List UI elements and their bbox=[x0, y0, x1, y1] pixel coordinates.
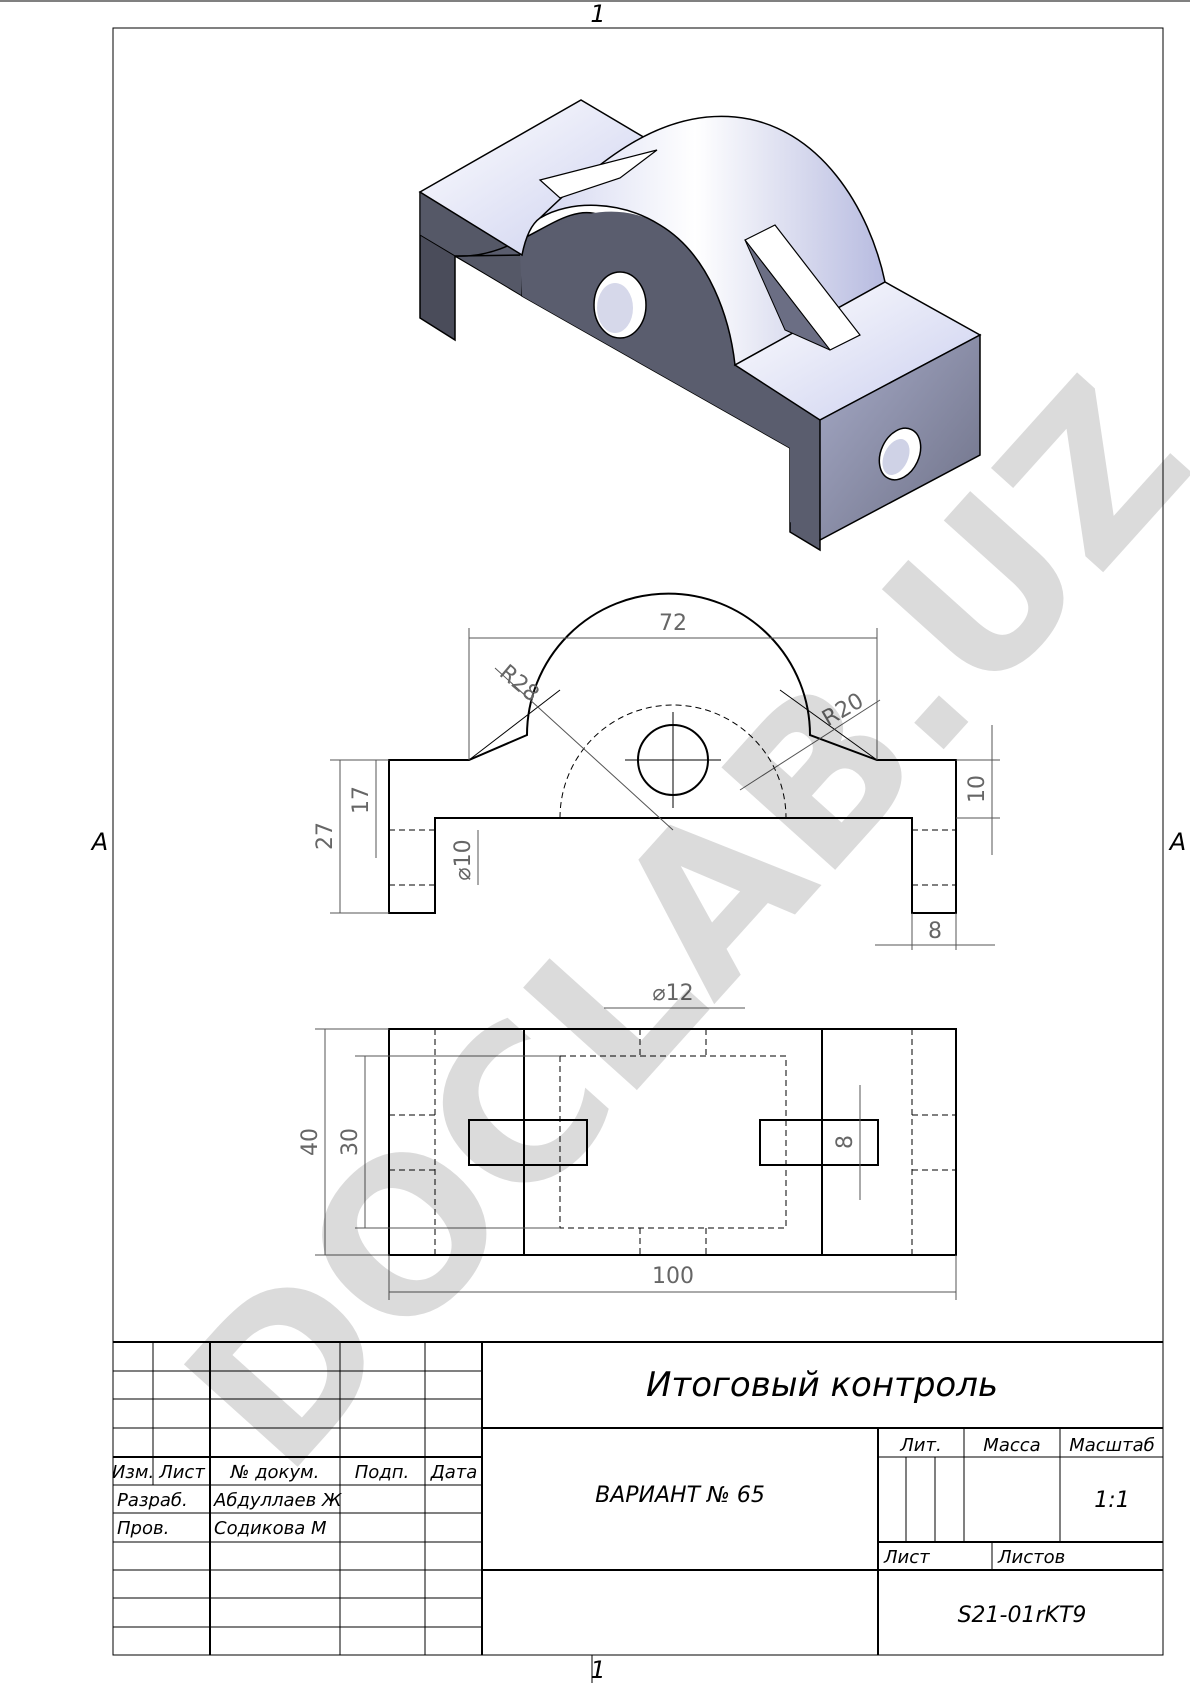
dim-17: 17 bbox=[349, 786, 374, 814]
tb-scale: 1:1 bbox=[1094, 1488, 1129, 1513]
title-block: Изм. Лист № докум. Подп. Дата Разраб. Аб… bbox=[112, 1341, 1163, 1655]
tb-prov-name: Содикова М bbox=[214, 1518, 327, 1539]
tb-header-izm: Изм. bbox=[112, 1462, 154, 1483]
tb-header-doc: № докум. bbox=[230, 1462, 320, 1483]
tb-razrab-name: Абдуллаев Ж bbox=[213, 1490, 342, 1511]
dim-hole12: ⌀12 bbox=[652, 981, 693, 1006]
iso-slot-left bbox=[538, 149, 658, 199]
tb-doc-code: S21-01rKT9 bbox=[958, 1603, 1087, 1628]
dim-10: 10 bbox=[965, 775, 990, 803]
dim-72: 72 bbox=[659, 611, 687, 636]
tb-header-list: Лист bbox=[158, 1462, 205, 1483]
dim-30: 30 bbox=[338, 1128, 363, 1156]
zone-left-label: A bbox=[90, 828, 108, 856]
tb-header-podp: Подп. bbox=[355, 1462, 409, 1483]
dim-8-slot: 8 bbox=[833, 1135, 858, 1149]
tb-lit: Лит. bbox=[899, 1435, 941, 1456]
tb-title: Итоговый контроль bbox=[646, 1365, 998, 1405]
top-slot-left bbox=[468, 1119, 588, 1166]
tb-razrab-label: Разраб. bbox=[117, 1490, 188, 1511]
dim-100: 100 bbox=[652, 1264, 694, 1289]
dim-40: 40 bbox=[298, 1128, 323, 1156]
tb-sheets-label: Листов bbox=[997, 1547, 1065, 1568]
isometric-model bbox=[418, 99, 982, 552]
tb-massa: Масса bbox=[983, 1435, 1040, 1456]
tb-prov-label: Пров. bbox=[117, 1518, 169, 1539]
tb-masshtab: Масштаб bbox=[1069, 1435, 1155, 1456]
top-slot-right bbox=[759, 1119, 879, 1166]
front-hidden-arc bbox=[559, 704, 787, 819]
zone-bottom-label: 1 bbox=[590, 1656, 605, 1683]
top-outline bbox=[388, 1028, 957, 1256]
tb-sheet-label: Лист bbox=[883, 1547, 930, 1568]
tb-header-date: Дата bbox=[430, 1462, 478, 1483]
tb-variant: ВАРИАНТ № 65 bbox=[595, 1483, 765, 1508]
drawing-frame bbox=[112, 27, 1164, 1656]
dim-8-leg: 8 bbox=[928, 919, 942, 944]
dim-27: 27 bbox=[313, 822, 338, 850]
dim-r28: R28 bbox=[494, 660, 543, 707]
watermark: DOCLAB.UZ bbox=[140, 336, 1190, 1515]
zone-right-label: A bbox=[1168, 828, 1186, 856]
front-outline bbox=[388, 592, 957, 914]
zone-top-label: 1 bbox=[590, 0, 605, 28]
top-hidden-rect bbox=[559, 1055, 787, 1229]
top-view: ⌀12 40 30 8 100 bbox=[298, 981, 957, 1300]
dim-hole10: ⌀10 bbox=[451, 839, 476, 880]
